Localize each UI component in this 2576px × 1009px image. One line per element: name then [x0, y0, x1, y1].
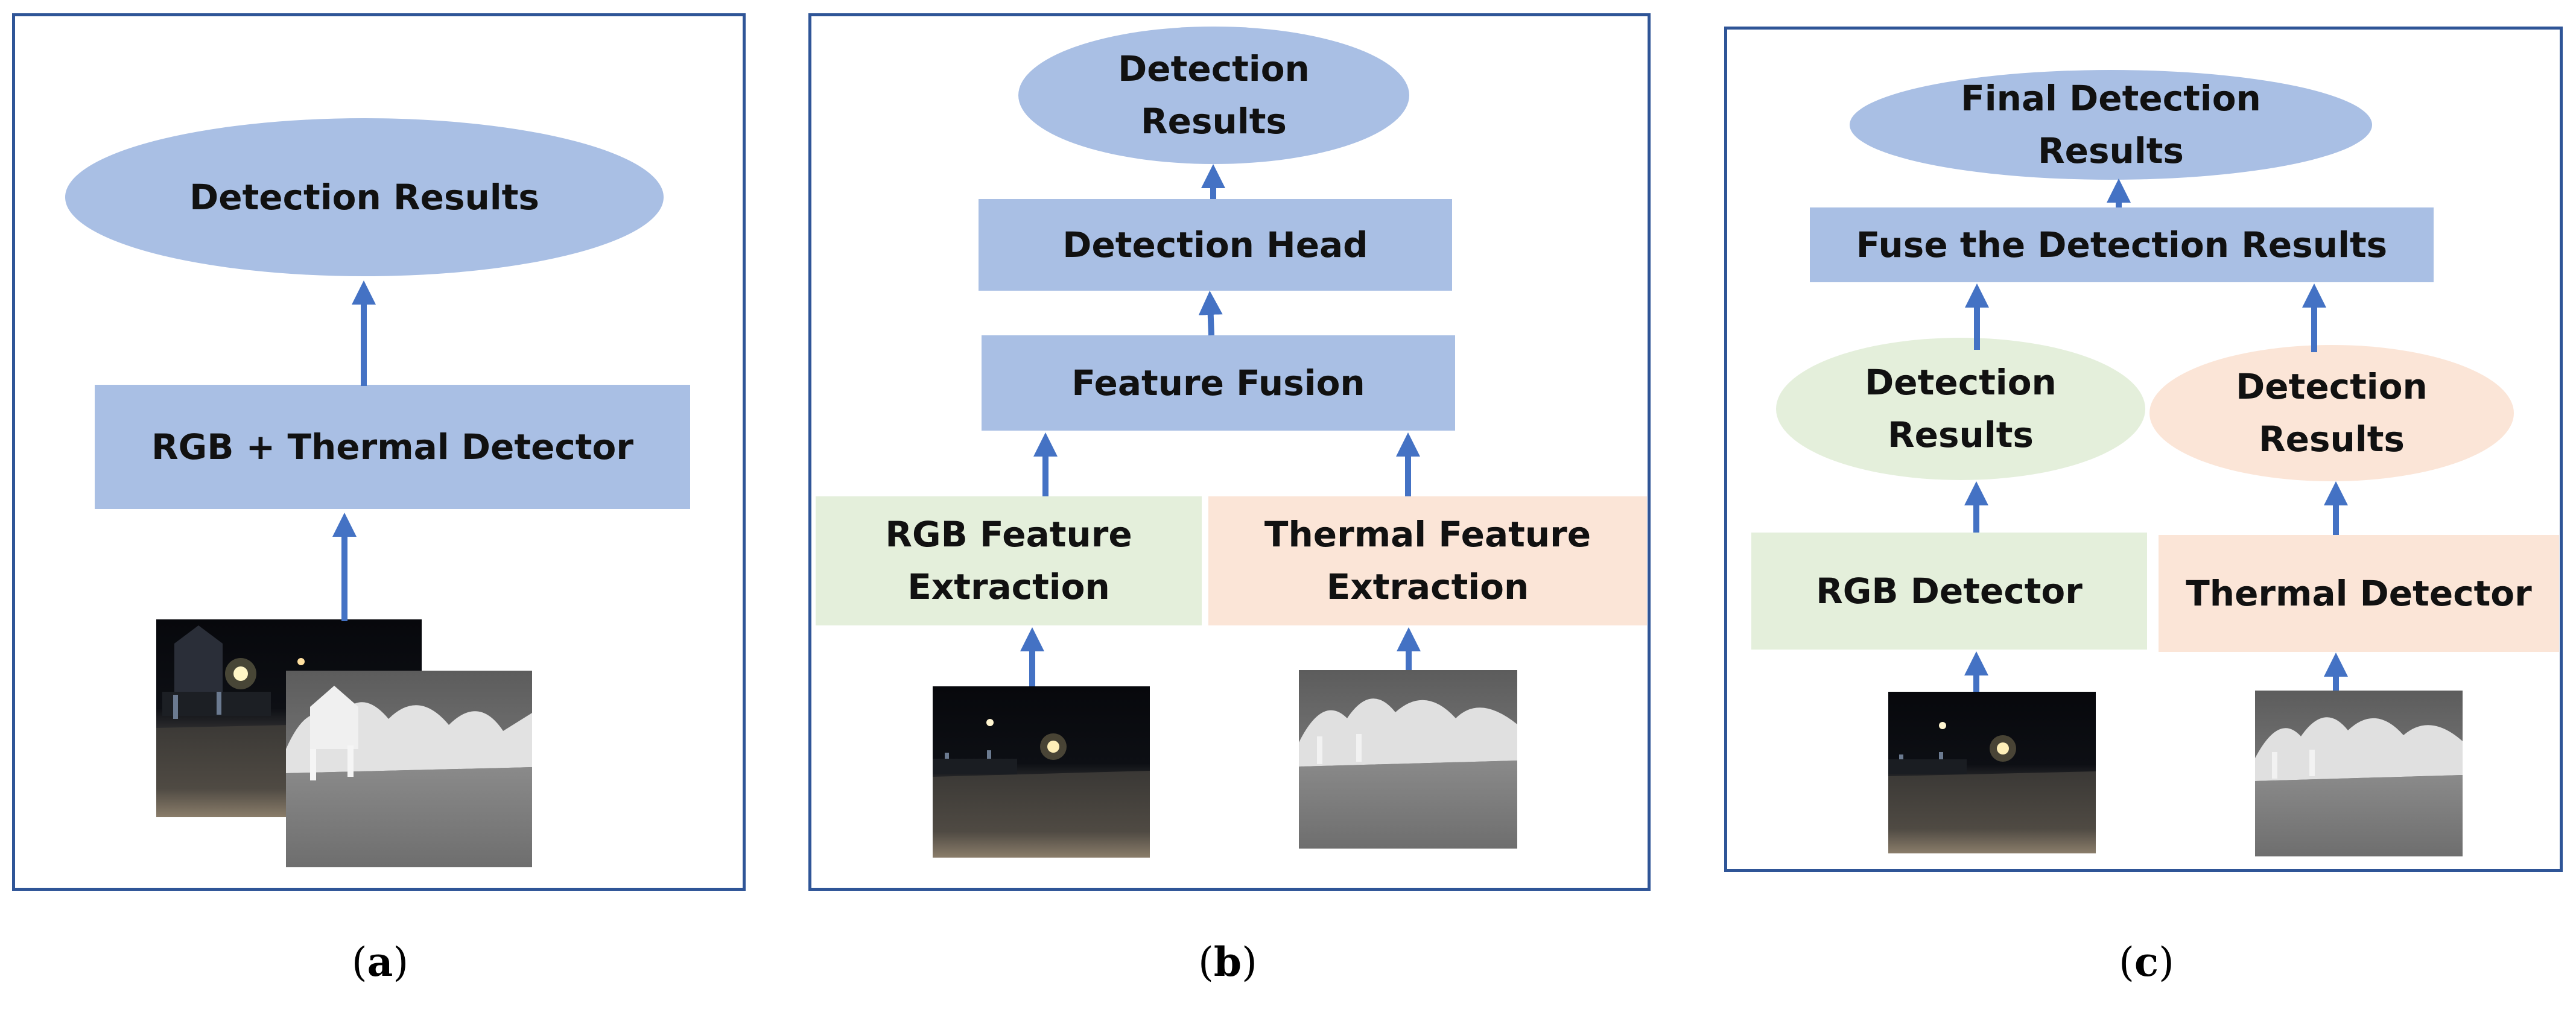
panel-b-rgb-feature-extraction: RGB Feature Extraction — [816, 496, 1202, 625]
panel-b-thermal-feature-extraction: Thermal Feature Extraction — [1208, 496, 1647, 625]
panel-c-thermal-detection-results-label: Detection Results — [2236, 366, 2428, 460]
panel-b-rgb-feature-extraction-label: RGB Feature Extraction — [885, 514, 1132, 607]
panel-b-detection-head: Detection Head — [979, 199, 1452, 291]
panel-b-feature-fusion-label: Feature Fusion — [1071, 362, 1365, 403]
panel-a-detection-results-label: Detection Results — [189, 176, 539, 218]
panel-c-final-detection-results: Final Detection Results — [1850, 70, 2372, 180]
caption-c-letter: c — [2134, 938, 2159, 985]
caption-a: (a) — [351, 938, 409, 985]
caption-a-letter: a — [367, 938, 393, 985]
panel-c-rgb-image — [1888, 692, 2096, 853]
panel-b-detection-results: Detection Results — [1018, 27, 1409, 164]
caption-b-letter: b — [1213, 938, 1242, 985]
panel-c-thermal-detector: Thermal Detector — [2159, 535, 2559, 652]
panel-c-rgb-detection-results: Detection Results — [1776, 338, 2145, 480]
panel-a-detection-results: Detection Results — [65, 118, 664, 276]
panel-c-fuse-results: Fuse the Detection Results — [1810, 207, 2434, 282]
panel-c-thermal-image — [2255, 691, 2463, 856]
panel-a-detector: RGB + Thermal Detector — [95, 385, 690, 509]
panel-b-thermal-image — [1299, 670, 1517, 849]
panel-a-thermal-image — [286, 671, 532, 867]
caption-b: (b) — [1198, 938, 1257, 985]
panel-c-fuse-results-label: Fuse the Detection Results — [1856, 224, 2388, 265]
panel-b-feature-fusion: Feature Fusion — [982, 335, 1455, 431]
panel-b-rgb-image — [933, 686, 1150, 858]
panel-c-rgb-detection-results-label: Detection Results — [1865, 362, 2057, 455]
panel-c-thermal-detector-label: Thermal Detector — [2186, 572, 2532, 614]
panel-c-final-detection-results-label: Final Detection Results — [1961, 78, 2261, 171]
panel-a-detector-label: RGB + Thermal Detector — [151, 426, 633, 467]
panel-b-detection-head-label: Detection Head — [1062, 224, 1368, 265]
panel-b-detection-results-label: Detection Results — [1118, 48, 1310, 142]
panel-c-rgb-detector: RGB Detector — [1751, 533, 2147, 650]
panel-b-thermal-feature-extraction-label: Thermal Feature Extraction — [1264, 514, 1591, 607]
panel-c-thermal-detection-results: Detection Results — [2149, 345, 2514, 481]
caption-c: (c) — [2119, 938, 2174, 985]
panel-c-rgb-detector-label: RGB Detector — [1816, 570, 2083, 612]
